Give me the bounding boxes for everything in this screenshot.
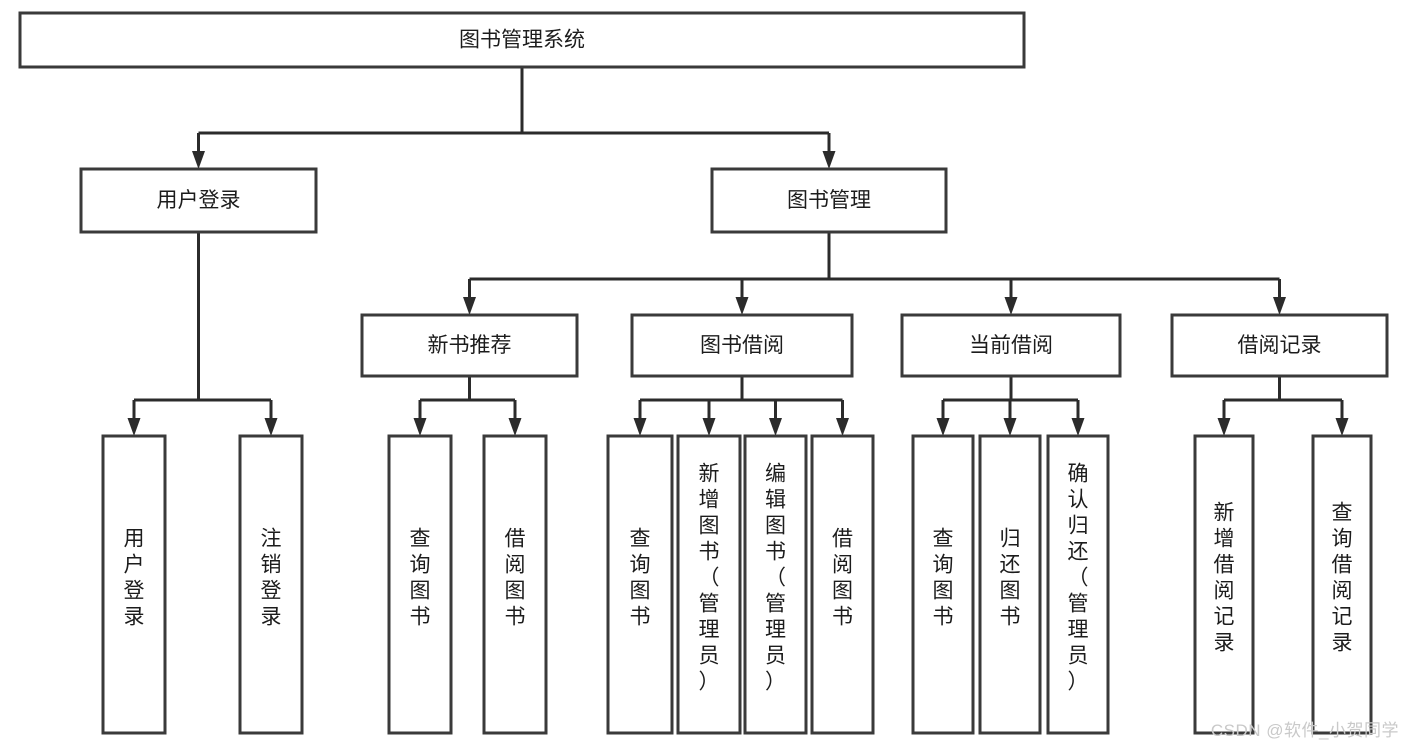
node-box-leaf4	[482, 434, 548, 735]
node-label-leaf11: 确认归还（管理员）	[1068, 463, 1089, 694]
connector-layer	[127, 67, 1349, 436]
watermark-label: CSDN @软件_小贺同学	[1210, 721, 1399, 740]
node-box-newbook	[360, 313, 579, 378]
node-box-leaf8	[810, 434, 875, 735]
connector-group-bookmgmt	[463, 232, 1286, 315]
node-label-leaf7: 编辑图书（管理员）	[765, 463, 786, 694]
node-label-login: 用户登录	[157, 189, 241, 212]
node-label-leaf10: 归还图书	[1000, 528, 1021, 629]
node-box-bookmgmt	[710, 167, 948, 234]
node-leaf12[interactable]: 新增借阅记录	[1193, 434, 1255, 735]
node-box-root	[18, 11, 1026, 69]
node-label-leaf2: 注销登录	[261, 528, 282, 629]
connector-group-root	[192, 67, 836, 169]
node-leaf3[interactable]: 查询图书	[387, 434, 453, 735]
node-login[interactable]: 用户登录	[79, 167, 318, 234]
node-leaf1[interactable]: 用户登录	[101, 434, 167, 735]
node-borrow[interactable]: 图书借阅	[630, 313, 854, 378]
node-label-leaf9: 查询图书	[933, 528, 954, 629]
node-box-borrow	[630, 313, 854, 378]
node-label-newbook: 新书推荐	[428, 334, 512, 357]
node-layer: 图书管理系统用户登录图书管理新书推荐图书借阅当前借阅借阅记录用户登录注销登录查询…	[18, 11, 1389, 735]
node-label-leaf13: 查询借阅记录	[1332, 502, 1353, 655]
node-label-leaf5: 查询图书	[630, 528, 651, 629]
node-box-login	[79, 167, 318, 234]
node-leaf7[interactable]: 编辑图书（管理员）	[743, 434, 808, 735]
node-label-leaf4: 借阅图书	[505, 528, 526, 629]
node-leaf8[interactable]: 借阅图书	[810, 434, 875, 735]
node-label-leaf6: 新增图书（管理员）	[699, 463, 720, 694]
connector-group-borrow	[633, 376, 849, 436]
node-newbook[interactable]: 新书推荐	[360, 313, 579, 378]
node-record[interactable]: 借阅记录	[1170, 313, 1389, 378]
node-box-leaf2	[238, 434, 304, 735]
node-label-borrow: 图书借阅	[700, 334, 784, 357]
node-bookmgmt[interactable]: 图书管理	[710, 167, 948, 234]
node-box-leaf6	[676, 434, 742, 735]
node-root[interactable]: 图书管理系统	[18, 11, 1026, 69]
node-box-leaf5	[606, 434, 674, 735]
node-leaf10[interactable]: 归还图书	[978, 434, 1042, 735]
node-box-record	[1170, 313, 1389, 378]
node-label-leaf1: 用户登录	[124, 528, 145, 629]
node-box-leaf10	[978, 434, 1042, 735]
node-label-bookmgmt: 图书管理	[787, 189, 871, 212]
node-box-leaf11	[1046, 434, 1110, 735]
node-box-leaf3	[387, 434, 453, 735]
node-box-leaf1	[101, 434, 167, 735]
node-leaf4[interactable]: 借阅图书	[482, 434, 548, 735]
node-label-leaf3: 查询图书	[410, 528, 431, 629]
connector-group-current	[936, 376, 1085, 436]
node-leaf6[interactable]: 新增图书（管理员）	[676, 434, 742, 735]
node-label-current: 当前借阅	[969, 334, 1053, 357]
connector-group-record	[1217, 376, 1349, 436]
node-label-leaf12: 新增借阅记录	[1214, 502, 1235, 655]
node-label-root: 图书管理系统	[459, 29, 585, 52]
node-box-current	[900, 313, 1122, 378]
node-label-leaf8: 借阅图书	[832, 528, 853, 629]
node-box-leaf12	[1193, 434, 1255, 735]
node-current[interactable]: 当前借阅	[900, 313, 1122, 378]
node-label-record: 借阅记录	[1238, 334, 1322, 357]
node-leaf9[interactable]: 查询图书	[911, 434, 975, 735]
connector-group-newbook	[413, 376, 522, 436]
node-box-leaf13	[1311, 434, 1373, 735]
node-box-leaf7	[743, 434, 808, 735]
node-leaf5[interactable]: 查询图书	[606, 434, 674, 735]
node-leaf2[interactable]: 注销登录	[238, 434, 304, 735]
node-leaf11[interactable]: 确认归还（管理员）	[1046, 434, 1110, 735]
node-leaf13[interactable]: 查询借阅记录	[1311, 434, 1373, 735]
node-box-leaf9	[911, 434, 975, 735]
connector-group-login	[127, 232, 278, 436]
